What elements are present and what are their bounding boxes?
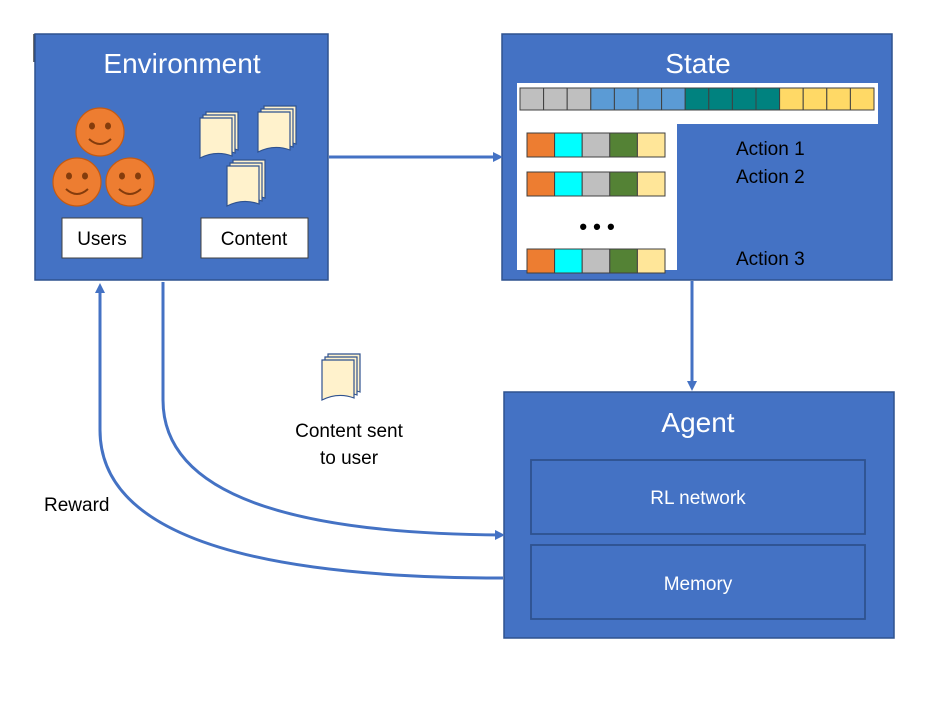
state-panel <box>517 83 878 270</box>
state-vector-cell-4 <box>590 87 615 111</box>
reward-label: Reward <box>44 495 109 516</box>
action-vector-1-cell-5 <box>636 132 666 158</box>
action-vector-2-cell-5 <box>636 171 666 197</box>
state-vector-cell-3 <box>566 87 592 111</box>
users-label-box: Users <box>61 217 143 259</box>
action-vector-3-cell-5 <box>636 248 666 274</box>
state-vector-cell-2 <box>543 87 568 111</box>
action-2-label: Action 2 <box>736 167 805 188</box>
reward-arrow <box>95 283 504 580</box>
action-vector-2-cell-1 <box>526 171 556 197</box>
state-vector-cell-10 <box>731 87 757 111</box>
state-vector-cell-7 <box>661 87 686 111</box>
vector-ellipsis: • • • <box>579 214 614 239</box>
state-vector-cell-11 <box>755 87 781 111</box>
action-vector-2-cell-2 <box>554 171 583 197</box>
state-vector-cell-8 <box>684 87 710 111</box>
state-vector-cell-1 <box>519 87 545 111</box>
state-vector-cell-13 <box>802 87 828 111</box>
content-label: Content <box>221 229 288 250</box>
state-vector-cell-5 <box>613 87 639 111</box>
content-sent-document-icon <box>321 353 361 401</box>
action-vector-1 <box>526 132 666 158</box>
state-vector-cell-15 <box>849 87 875 111</box>
action-vector-1-cell-1 <box>526 132 556 158</box>
action-vector-2 <box>526 171 666 197</box>
action-3-label: Action 3 <box>736 249 805 270</box>
action-vector-3-cell-2 <box>554 248 583 274</box>
action-vector-3 <box>526 248 666 274</box>
action-1-label: Action 1 <box>736 139 805 160</box>
content-sent-label-line1: Content sent <box>295 421 403 442</box>
state-vector-cell-9 <box>708 87 733 111</box>
action-vector-3-cell-4 <box>609 248 638 274</box>
action-vector-3-cell-1 <box>526 248 556 274</box>
users-label: Users <box>77 229 127 250</box>
action-vector-1-cell-2 <box>554 132 583 158</box>
action-vector-3-cell-3 <box>581 248 611 274</box>
action-vector-2-cell-4 <box>609 171 638 197</box>
action-vector-1-cell-4 <box>609 132 638 158</box>
rl-network-label: RL network <box>650 488 746 509</box>
action-vector-2-cell-3 <box>581 171 611 197</box>
state-title: State <box>665 48 730 79</box>
action-vector-1-cell-3 <box>581 132 611 158</box>
state-vector-cell-12 <box>779 87 804 111</box>
rl-network-box: RL network <box>530 459 866 535</box>
memory-box: Memory <box>530 544 866 620</box>
state-vector-cell-14 <box>826 87 851 111</box>
content-sent-arrow <box>161 282 505 540</box>
state-box: State • • • Action 1 Action 2 Action 3 <box>501 33 893 281</box>
environment-title: Environment <box>103 48 260 79</box>
state-vector-cell-6 <box>637 87 663 111</box>
agent-box: Agent RL network Memory <box>503 391 895 639</box>
environment-box: Environment Users Content <box>34 33 329 281</box>
content-label-box: Content <box>200 217 309 259</box>
content-sent-label-line2: to user <box>320 448 379 469</box>
state-vector <box>519 87 875 111</box>
memory-label: Memory <box>664 574 733 595</box>
agent-title: Agent <box>661 407 734 438</box>
